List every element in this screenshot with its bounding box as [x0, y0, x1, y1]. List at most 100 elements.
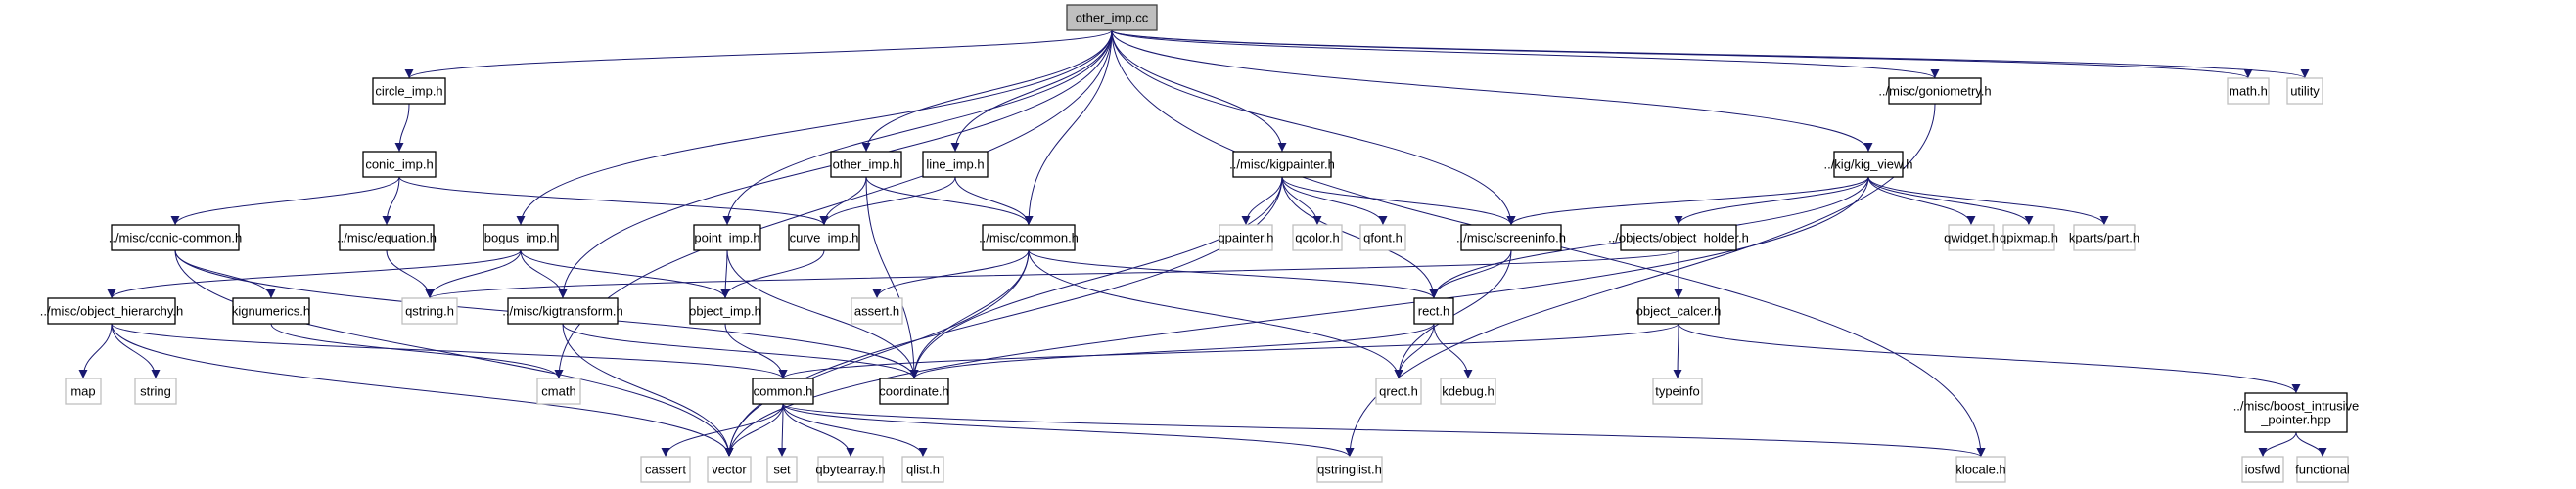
edge-misc_common_h-to-vector [724, 249, 1030, 458]
edge-misc_kigpainter_h-to-misc_screeninfo_h [1281, 176, 1516, 226]
node-common-h[interactable]: common.h [752, 378, 814, 405]
node-misc-kigtransform-h[interactable]: ../misc/kigtransform.h [502, 297, 623, 325]
edge-common_h-to-cassert [661, 403, 784, 458]
edge-other_imp_cc-to-cmath [554, 29, 1113, 379]
edge-misc_object_hierarchy_h-to-vector [111, 323, 734, 458]
edge-objects_object_holder_h-to-qstring_h [425, 249, 1679, 299]
edge-kig_kig_view_h-to-qpixmap_h [1867, 176, 2034, 226]
node-label: ../misc/equation.h [337, 231, 437, 245]
node-object-imp-h[interactable]: object_imp.h [689, 297, 761, 325]
node-rect-h[interactable]: rect.h [1413, 297, 1454, 325]
node-box [901, 456, 944, 483]
edge-line_imp_h-to-misc_common_h [954, 176, 1034, 226]
node-label: kdebug.h [1442, 384, 1495, 399]
edge-kig_kig_view_h-to-objects_object_holder_h [1674, 176, 1869, 226]
node-box [2286, 77, 2323, 105]
node-box [1955, 456, 2006, 483]
node-kignumerics-h[interactable]: kignumerics.h [232, 297, 310, 325]
node-box [1316, 456, 1383, 483]
node-label: iosfwd [2245, 463, 2281, 477]
edge-other_imp_cc-to-kig_kig_view_h [1111, 29, 1873, 153]
edge-point_imp_h-to-coordinate_h [726, 249, 919, 379]
edge-misc_conic_common_h-to-vector [174, 249, 734, 458]
node-label: assert.h [854, 304, 899, 319]
node-misc-goniometry-h[interactable]: ../misc/goniometry.h [1878, 77, 1992, 105]
node-misc-object-hierarchy-h[interactable]: ../misc/object_hierarchy.h [40, 297, 183, 325]
node-label: ../objects/object_holder.h [1608, 231, 1749, 245]
node-label: ../misc/goniometry.h [1878, 84, 1991, 99]
edge-common_h-to-qbytearray_h [782, 403, 855, 458]
node-circle-imp-h[interactable]: circle_imp.h [372, 77, 446, 105]
edge-other_imp_cc-to-bogus_imp_h [516, 29, 1113, 226]
edge-misc_boost_intrusive_pointer_hpp-to-functional [2295, 431, 2327, 458]
node-klocale-h: klocale.h [1955, 456, 2006, 483]
node-misc-screeninfo-h[interactable]: ../misc/screeninfo.h [1456, 224, 1566, 251]
edge-object_calcer_h-to-misc_boost_intrusive_pointer_hpp [1678, 323, 2301, 394]
node-misc-conic-common-h[interactable]: ../misc/conic-common.h [109, 224, 243, 251]
edge-line_imp_h-to-curve_imp_h [819, 176, 956, 226]
edge-common_h-to-set [777, 403, 787, 458]
edge-misc_screeninfo_h-to-qrect_h [1394, 249, 1512, 379]
node-objects-object-holder-h[interactable]: ../objects/object_holder.h [1608, 224, 1749, 251]
node-misc-kigpainter-h[interactable]: ../misc/kigpainter.h [1229, 151, 1335, 178]
node-coordinate-h[interactable]: coordinate.h [879, 378, 949, 405]
node-label: circle_imp.h [375, 84, 442, 99]
node-box [766, 456, 798, 483]
node-box [1637, 297, 1720, 325]
node-box [134, 378, 177, 405]
edge-object_calcer_h-to-typeinfo [1673, 323, 1682, 379]
edge-common_h-to-klocale_h [782, 403, 1986, 458]
node-label: coordinate.h [879, 384, 949, 399]
node-box [1232, 151, 1332, 178]
node-box [1066, 4, 1158, 31]
node-object-calcer-h[interactable]: object_calcer.h [1636, 297, 1722, 325]
node-kig-kig-view-h[interactable]: ../kig/kig_view.h [1823, 151, 1913, 178]
edge-rect_h-to-qrect_h [1394, 323, 1435, 379]
node-box [693, 224, 761, 251]
node-box [1292, 224, 1343, 251]
node-misc-boost-intrusive-pointer-hpp[interactable]: ../misc/boost_intrusive_pointer.hpp [2233, 392, 2360, 433]
node-other-imp-h[interactable]: other_imp.h [830, 151, 902, 178]
edge-misc_object_hierarchy_h-to-string [111, 323, 161, 379]
node-label: klocale.h [1955, 463, 2005, 477]
node-box [2002, 224, 2055, 251]
node-label: kignumerics.h [232, 304, 310, 319]
node-box [752, 378, 814, 405]
node-label: qwidget.h [1944, 231, 1999, 245]
edge-conic_imp_h-to-misc_equation_h [382, 176, 400, 226]
node-other-imp-cc[interactable]: other_imp.cc [1066, 4, 1158, 31]
edge-other_imp_cc-to-utility [1111, 29, 2310, 79]
edge-misc_kigpainter_h-to-vector [724, 176, 1283, 458]
node-qbytearray-h: qbytearray.h [815, 456, 886, 483]
node-line-imp-h[interactable]: line_imp.h [922, 151, 989, 178]
node-box [2244, 392, 2348, 433]
node-label: map [70, 384, 95, 399]
node-box [1620, 224, 1737, 251]
node-box [1652, 378, 1703, 405]
node-misc-common-h[interactable]: ../misc/common.h [979, 224, 1079, 251]
node-box [111, 224, 240, 251]
edge-misc_common_h-to-qrect_h [1028, 249, 1403, 379]
node-bogus-imp-h[interactable]: bogus_imp.h [483, 224, 559, 251]
node-box [1440, 378, 1496, 405]
node-box [47, 297, 176, 325]
node-label: qfont.h [1363, 231, 1403, 245]
node-label: utility [2290, 84, 2320, 99]
edge-misc_kigpainter_h-to-rect_h [1281, 176, 1439, 299]
node-label: qstring.h [405, 304, 454, 319]
edge-rect_h-to-kdebug_h [1433, 323, 1473, 379]
edge-kig_kig_view_h-to-misc_screeninfo_h [1506, 176, 1869, 226]
node-kparts-part-h: kparts/part.h [2069, 224, 2139, 251]
node-box [879, 378, 949, 405]
edge-bogus_imp_h-to-misc_object_hierarchy_h [107, 249, 522, 299]
node-label: ../misc/boost_intrusive [2233, 399, 2360, 414]
node-misc-equation-h[interactable]: ../misc/equation.h [337, 224, 437, 251]
node-label: rect.h [1418, 304, 1450, 319]
node-curve-imp-h[interactable]: curve_imp.h [788, 224, 860, 251]
node-conic-imp-h[interactable]: conic_imp.h [362, 151, 437, 178]
node-point-imp-h[interactable]: point_imp.h [693, 224, 761, 251]
node-qlist-h: qlist.h [901, 456, 944, 483]
node-box [1219, 224, 1273, 251]
node-set: set [766, 456, 798, 483]
